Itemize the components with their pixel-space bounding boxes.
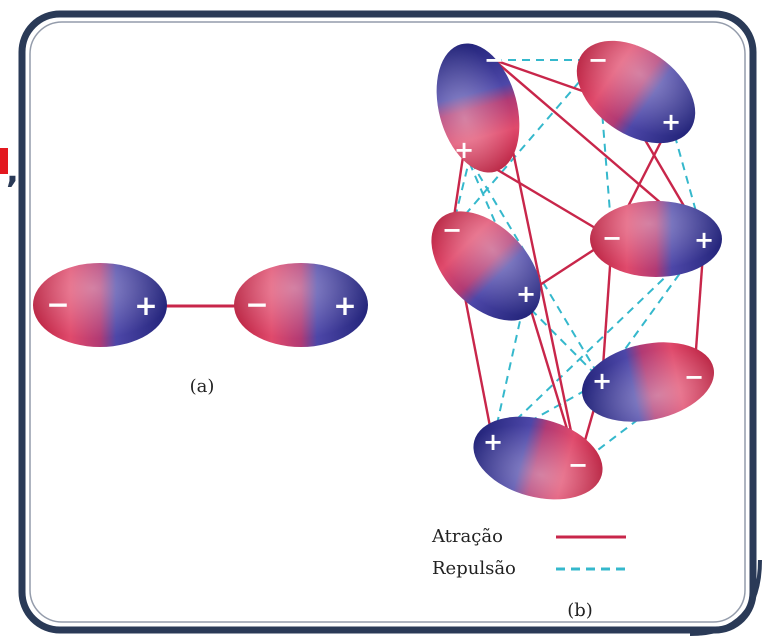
dipole-molecule-a1: − + (33, 263, 167, 347)
repulsion-line (492, 293, 527, 443)
repulsion-line (451, 59, 599, 231)
dipole-molecule-b6 (473, 416, 603, 500)
rounded-frame-inner (29, 21, 746, 623)
positive-sign: + (454, 136, 474, 164)
rounded-frame (18, 10, 757, 634)
diagram-a: − + − + (a) (33, 263, 368, 397)
frame-corner-shadow (689, 559, 762, 636)
negative-sign: − (442, 216, 462, 244)
clipped-comma: , (6, 151, 19, 191)
legend-repulsion-label: Repulsão (432, 558, 516, 579)
dipole-molecule-b2 (576, 40, 696, 144)
legend-attraction-label: Atração (431, 526, 503, 547)
positive-sign: + (592, 367, 612, 395)
negative-sign: − (602, 224, 622, 252)
negative-sign: − (568, 451, 588, 479)
positive-sign: + (333, 289, 356, 322)
caption-b: (b) (567, 600, 593, 621)
diagram-b: − + − + − + − + + − + − (b) (431, 40, 722, 621)
caption-a: (a) (190, 376, 215, 397)
positive-sign: + (694, 226, 714, 254)
positive-sign: + (516, 280, 536, 308)
repulsion-line (463, 149, 603, 382)
negative-sign: − (684, 363, 704, 391)
dipole-molecule-b5 (581, 342, 715, 422)
dipole-molecule-b3 (431, 211, 541, 321)
negative-sign: − (588, 46, 608, 74)
negative-sign: − (484, 46, 504, 74)
positive-sign: + (134, 289, 157, 322)
negative-sign: − (245, 288, 268, 321)
dipole-molecule-b4 (590, 201, 722, 277)
positive-sign: + (661, 108, 681, 136)
positive-sign: + (483, 428, 503, 456)
legend: Atração Repulsão (431, 526, 626, 579)
negative-sign: − (46, 288, 69, 321)
dipole-molecule-a2: − + (234, 263, 368, 347)
dipole-molecule-b1 (436, 43, 520, 173)
clipped-red-mark (0, 148, 8, 174)
